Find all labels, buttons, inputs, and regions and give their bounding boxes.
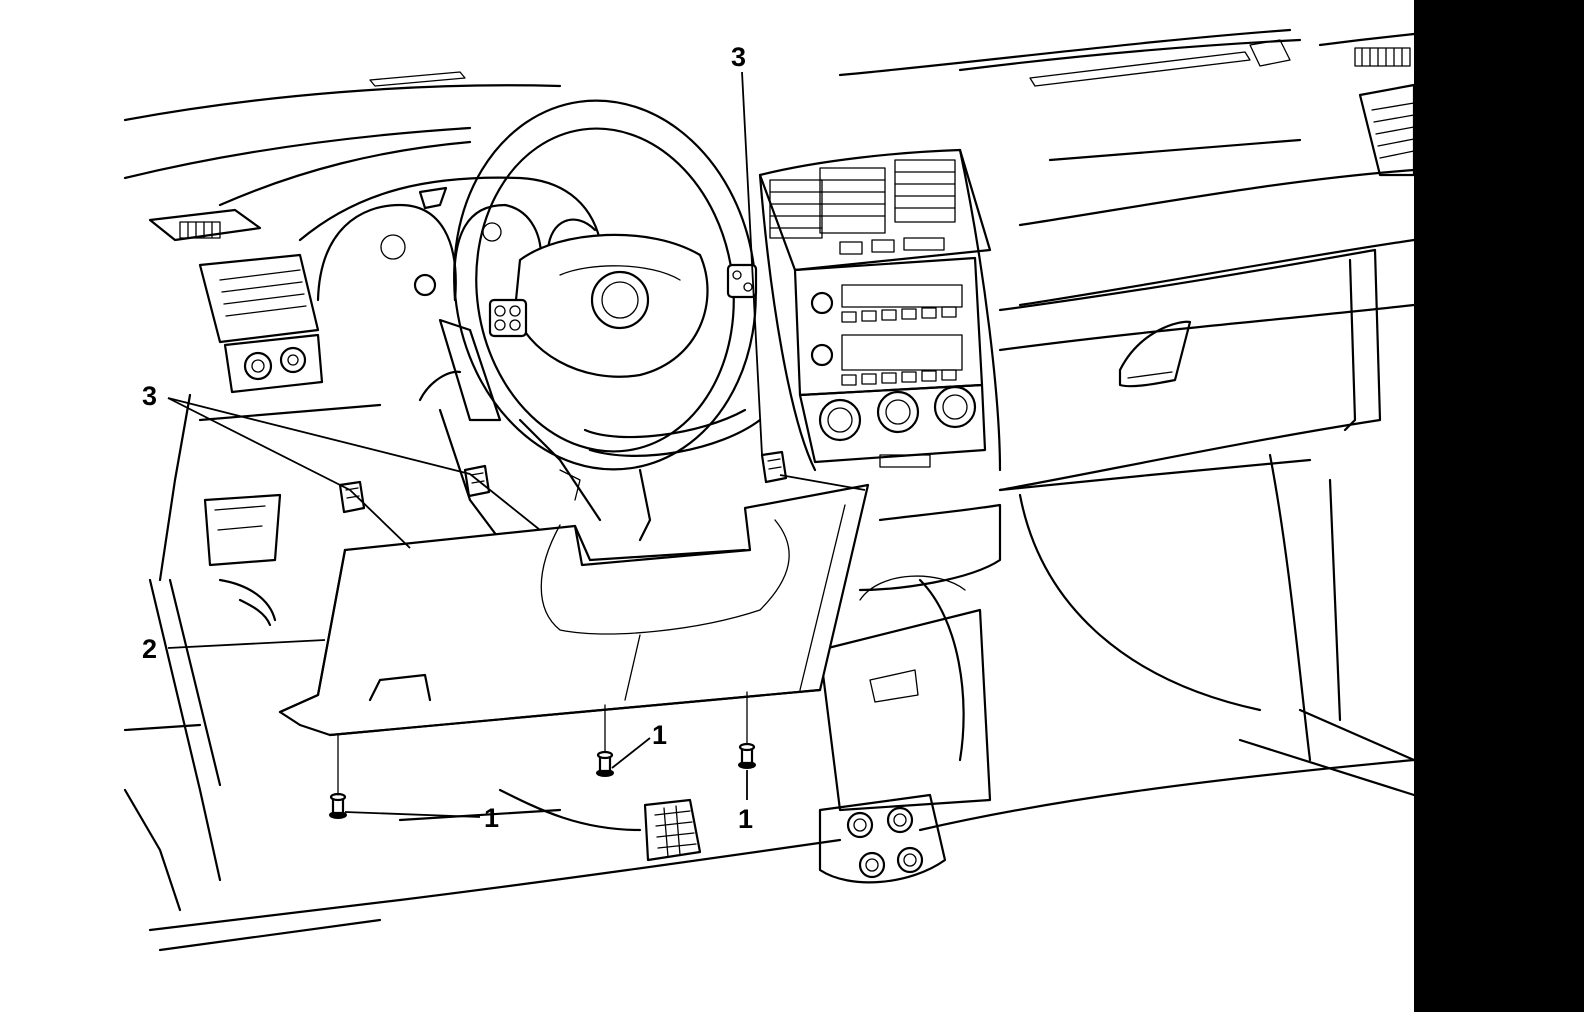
center-stack: [758, 148, 1002, 472]
under-dash-structure: [123, 318, 842, 952]
fastener-left: [329, 792, 347, 819]
retainer-right: [760, 450, 788, 484]
callout-leaders: [167, 71, 866, 818]
power-outlets: [818, 793, 947, 884]
callout-label-1-left: 1: [484, 803, 499, 833]
image-edge-band: [1414, 0, 1584, 1012]
floor-grille: [643, 798, 702, 862]
fastener-right: [738, 742, 756, 769]
center-console: [818, 503, 1002, 884]
fasteners: [329, 691, 756, 819]
center-vent-middle: [819, 167, 886, 234]
callout-label-1-middle: 1: [652, 720, 667, 750]
callout-label-3-top: 3: [731, 42, 746, 72]
callout-label-1-right: 1: [738, 804, 753, 834]
passenger-dash: [918, 248, 1416, 832]
callout-label-2: 2: [142, 634, 157, 664]
steering-wheel: [453, 99, 762, 471]
hazard-switch-row: [839, 237, 945, 255]
dashboard-top: [123, 28, 1416, 352]
right-side-vent: [1358, 83, 1416, 177]
steering-wheel-left-controls: [488, 298, 528, 338]
fastener-middle: [596, 750, 614, 777]
retainers: [338, 450, 788, 514]
left-vent-and-switches: [148, 208, 324, 394]
instrument-cluster: [298, 176, 602, 302]
radio-unit: [793, 256, 984, 397]
lower-trim-panel: [278, 483, 870, 737]
hvac-controls: [798, 383, 987, 468]
retainer-middle: [463, 464, 491, 498]
center-vent-left: [769, 179, 823, 239]
center-vent-right: [894, 159, 956, 223]
steering-wheel-right-controls: [726, 263, 758, 299]
callout-label-3-left: 3: [142, 381, 157, 411]
callout-labels: 3 3 2 1 1 1: [142, 42, 753, 834]
right-corner-vent: [1354, 47, 1411, 67]
